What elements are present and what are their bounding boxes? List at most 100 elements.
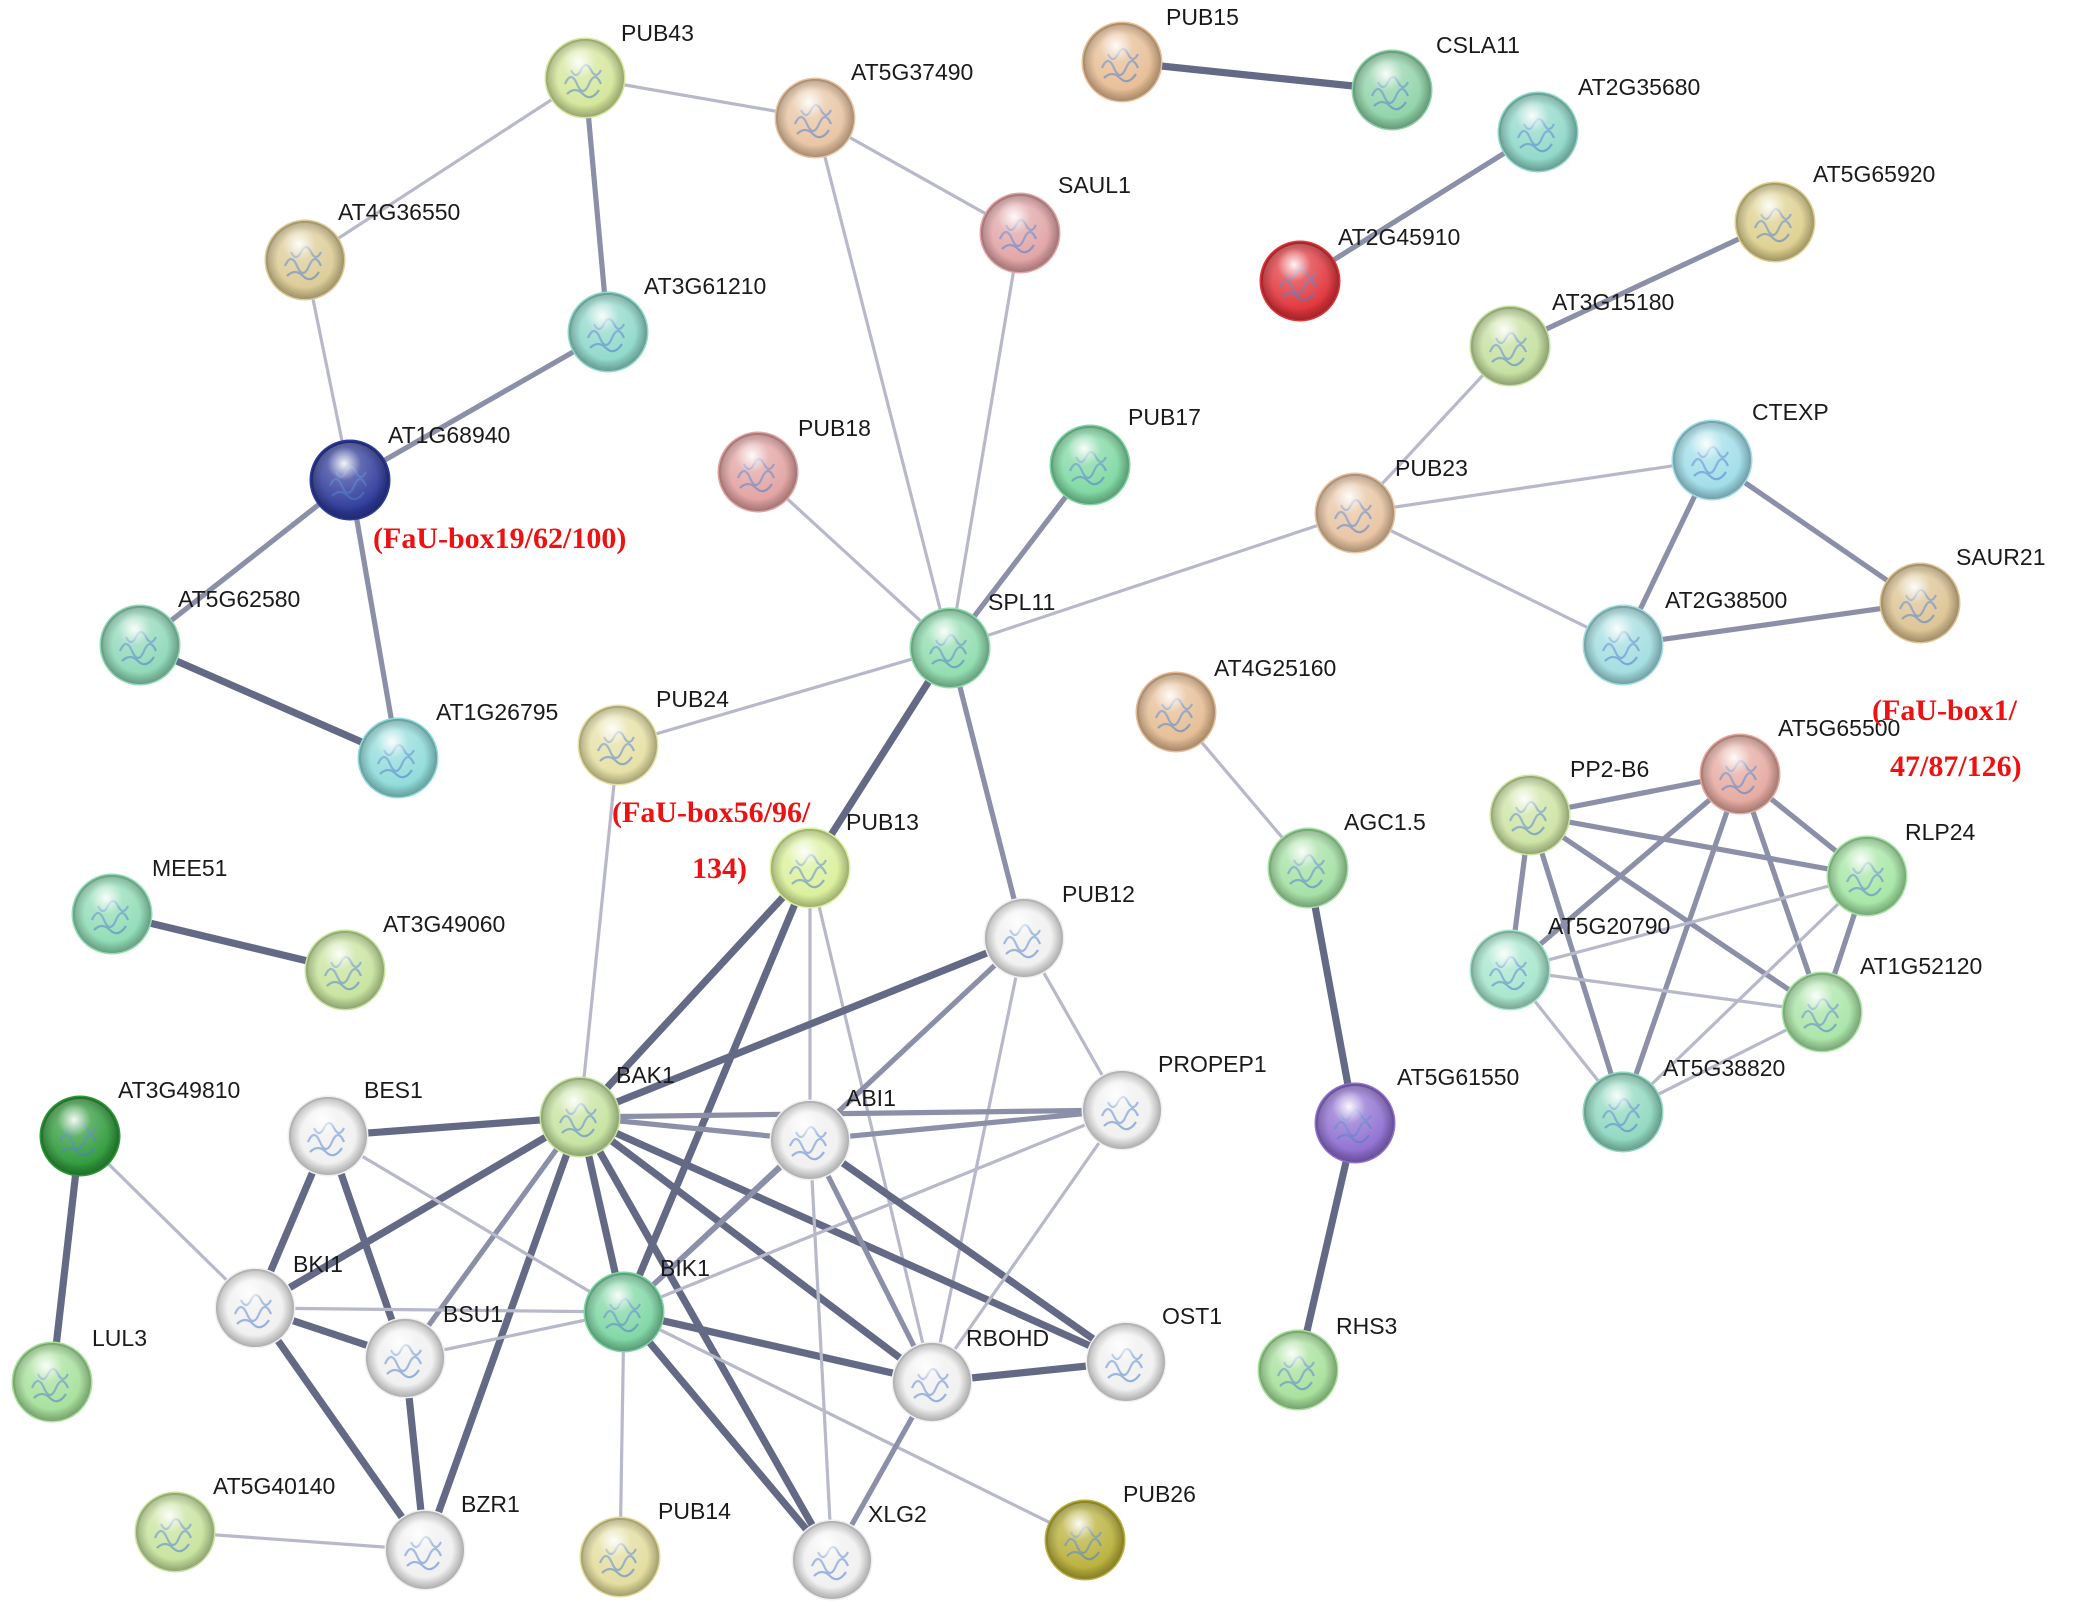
edge-bak1-xlg2 xyxy=(576,1113,836,1564)
node-at1g52120[interactable]: AT1G52120 xyxy=(1781,953,1982,1053)
edge-bik1-pub26 xyxy=(622,1310,1087,1542)
node-csla11[interactable]: CSLA11 xyxy=(1351,32,1520,131)
node-label: PUB24 xyxy=(656,686,729,712)
node-gloss xyxy=(1473,309,1547,383)
edge-bik1-rbohd xyxy=(620,1308,936,1386)
node-at3g61210[interactable]: AT3G61210 xyxy=(567,273,766,373)
node-gloss xyxy=(75,877,149,951)
edge-pub12-rbohd xyxy=(930,936,1026,1384)
node-pub26[interactable]: PUB26 xyxy=(1044,1481,1196,1581)
node-saur21[interactable]: SAUR21 xyxy=(1879,544,2045,644)
node-gloss xyxy=(313,443,387,517)
node-pp2-b6[interactable]: PP2-B6 xyxy=(1489,756,1649,856)
node-label: PUB18 xyxy=(798,415,871,441)
node-label: RBOHD xyxy=(966,1325,1049,1351)
node-gloss xyxy=(983,196,1057,270)
node-at3g49060[interactable]: AT3G49060 xyxy=(304,911,505,1011)
edge-bak1-bzr1 xyxy=(421,1113,584,1554)
node-pub24[interactable]: PUB24 xyxy=(577,686,729,786)
node-rbohd[interactable]: RBOHD xyxy=(891,1325,1049,1423)
node-gloss xyxy=(1501,95,1575,169)
node-gloss xyxy=(291,1099,365,1173)
edge-at5g65500-at1g52120 xyxy=(1737,771,1825,1015)
node-bik1[interactable]: BIK1 xyxy=(583,1255,710,1353)
node-at2g45910[interactable]: AT2G45910 xyxy=(1259,224,1460,322)
node-bak1[interactable]: BAK1 xyxy=(539,1062,675,1158)
node-at5g65920[interactable]: AT5G65920 xyxy=(1734,161,1935,263)
edge-rlp24-at5g38820 xyxy=(1621,874,1869,1114)
node-label: MEE51 xyxy=(152,855,227,881)
node-abi1[interactable]: ABI1 xyxy=(769,1085,896,1181)
node-gloss xyxy=(1785,975,1859,1049)
node-spl11[interactable]: SPL11 xyxy=(909,589,1055,689)
node-agc1-5[interactable]: AGC1.5 xyxy=(1267,809,1426,909)
edge-bik1-abi1 xyxy=(621,1137,813,1315)
node-gloss xyxy=(368,1321,442,1395)
edge-bik1-pub14 xyxy=(618,1310,626,1559)
node-at5g40140[interactable]: AT5G40140 xyxy=(134,1473,335,1573)
node-rhs3[interactable]: RHS3 xyxy=(1257,1313,1397,1411)
node-pub12[interactable]: PUB12 xyxy=(983,881,1135,979)
node-lul3[interactable]: LUL3 xyxy=(11,1325,147,1423)
node-at5g37490[interactable]: AT5G37490 xyxy=(774,59,973,159)
edge-at5g37490-spl11 xyxy=(813,116,952,650)
node-gloss xyxy=(1586,608,1660,682)
node-at5g61550[interactable]: AT5G61550 xyxy=(1314,1064,1519,1164)
node-label: AT3G49810 xyxy=(118,1077,240,1103)
annotation-pub13-line2: 134) xyxy=(692,852,747,885)
node-label: BZR1 xyxy=(461,1491,520,1517)
node-label: AT2G45910 xyxy=(1338,224,1460,250)
node-pub23[interactable]: PUB23 xyxy=(1314,455,1468,554)
node-at1g26795[interactable]: AT1G26795 xyxy=(357,699,558,799)
node-label: CSLA11 xyxy=(1436,32,1520,58)
node-pub14[interactable]: PUB14 xyxy=(579,1498,731,1598)
node-pub43[interactable]: PUB43 xyxy=(544,20,694,119)
node-ctexp[interactable]: CTEXP xyxy=(1671,399,1829,501)
node-at2g35680[interactable]: AT2G35680 xyxy=(1497,74,1700,173)
node-label: AT4G36550 xyxy=(338,199,460,225)
node-at5g38820[interactable]: AT5G38820 xyxy=(1582,1055,1785,1153)
edge-at5g40140-bzr1 xyxy=(173,1530,427,1552)
node-at3g49810[interactable]: AT3G49810 xyxy=(39,1077,240,1177)
node-gloss xyxy=(1830,839,1904,913)
node-rlp24[interactable]: RLP24 xyxy=(1826,819,1976,917)
edge-bki1-bzr1 xyxy=(251,1304,429,1554)
edge-abi1-rbohd xyxy=(807,1137,935,1385)
node-label: AT5G38820 xyxy=(1663,1055,1785,1081)
node-bki1[interactable]: BKI1 xyxy=(214,1251,343,1349)
node-label: AT5G62580 xyxy=(178,586,300,612)
node-gloss xyxy=(773,1103,847,1177)
node-label: AT2G38500 xyxy=(1665,587,1787,613)
node-pub17[interactable]: PUB17 xyxy=(1049,404,1201,506)
node-mee51[interactable]: MEE51 xyxy=(71,855,227,955)
node-pub15[interactable]: PUB15 xyxy=(1081,4,1239,103)
node-bes1[interactable]: BES1 xyxy=(287,1077,423,1177)
node-at5g20790[interactable]: AT5G20790 xyxy=(1469,913,1670,1011)
node-bsu1[interactable]: BSU1 xyxy=(364,1301,503,1399)
node-at1g68940[interactable]: AT1G68940 xyxy=(309,422,510,521)
node-label: RHS3 xyxy=(1336,1313,1397,1339)
node-at3g15180[interactable]: AT3G15180 xyxy=(1469,289,1674,387)
node-gloss xyxy=(587,1275,661,1349)
node-label: BSU1 xyxy=(443,1301,503,1327)
node-at5g65500[interactable]: AT5G65500 xyxy=(1699,715,1900,815)
node-pub13[interactable]: PUB13 xyxy=(769,809,919,909)
node-at4g25160[interactable]: AT4G25160 xyxy=(1135,655,1336,753)
node-bzr1[interactable]: BZR1 xyxy=(384,1491,520,1591)
node-at5g62580[interactable]: AT5G62580 xyxy=(99,586,300,686)
edge-bki1-bik1 xyxy=(253,1306,626,1314)
edge-bak1-propep1 xyxy=(577,1107,1125,1120)
node-propep1[interactable]: PROPEP1 xyxy=(1081,1051,1267,1151)
node-label: SAUR21 xyxy=(1956,544,2045,570)
node-saul1[interactable]: SAUL1 xyxy=(979,172,1131,274)
node-at4g36550[interactable]: AT4G36550 xyxy=(264,199,460,301)
node-gloss xyxy=(1048,1503,1122,1577)
edge-bik1-xlg2 xyxy=(620,1308,836,1564)
node-pub18[interactable]: PUB18 xyxy=(717,415,871,513)
annotation-at1g68940: (FaU-box19/62/100) xyxy=(373,522,626,555)
node-gloss xyxy=(913,611,987,685)
node-at2g38500[interactable]: AT2G38500 xyxy=(1582,587,1787,686)
node-xlg2[interactable]: XLG2 xyxy=(791,1501,927,1601)
node-ost1[interactable]: OST1 xyxy=(1085,1303,1222,1403)
